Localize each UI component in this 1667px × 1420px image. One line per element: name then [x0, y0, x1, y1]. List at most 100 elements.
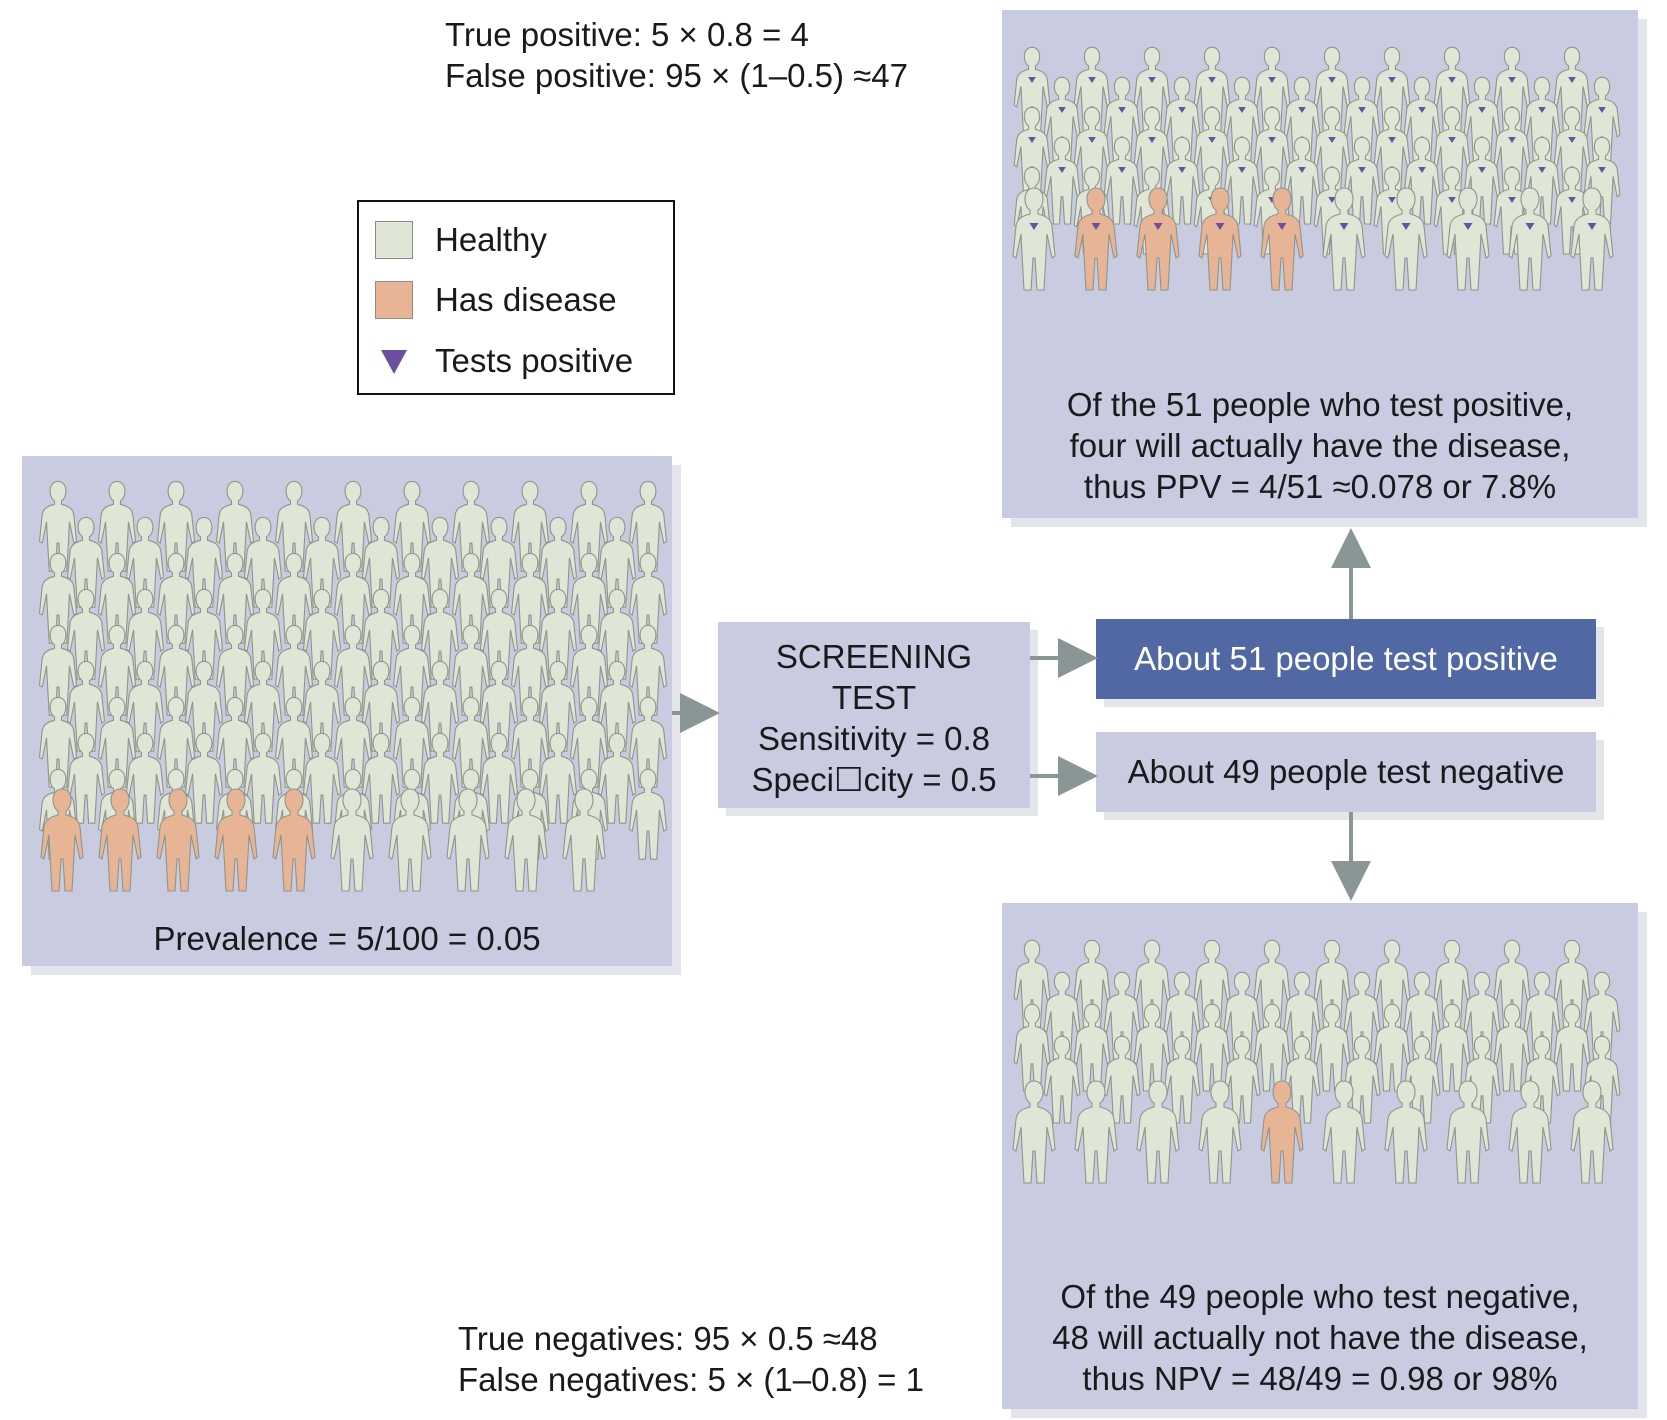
- healthy-person: [1103, 1035, 1141, 1124]
- healthy-person: [274, 696, 314, 788]
- npv-line-3: thus NPV = 48/49 = 0.98 or 98%: [1082, 1360, 1558, 1397]
- tests-positive-marker: [1418, 167, 1426, 173]
- tests-positive-marker: [1328, 197, 1336, 203]
- diseased-person: [98, 788, 142, 892]
- tests-positive-marker: [1568, 77, 1576, 83]
- screening-title-test: TEST: [831, 679, 917, 716]
- diseased-person-positive: [1136, 187, 1180, 291]
- diseased-person: [214, 788, 258, 892]
- healthy-person: [388, 788, 432, 892]
- npv-line-1: Of the 49 people who test negative,: [1060, 1278, 1580, 1315]
- healthy-person: [1493, 939, 1531, 1028]
- healthy-person: [156, 696, 196, 788]
- healthy-swatch: [375, 221, 413, 259]
- healthy-person: [451, 552, 491, 644]
- healthy-person: [1253, 939, 1291, 1028]
- healthy-person: [628, 768, 668, 860]
- tests-positive-marker: [1401, 223, 1411, 230]
- tests-positive-marker: [1088, 77, 1096, 83]
- diseased-person: [156, 788, 200, 892]
- healthy-person: [66, 660, 106, 752]
- healthy-person: [1133, 1003, 1171, 1092]
- tests-positive-marker: [1448, 197, 1456, 203]
- healthy-person: [361, 732, 401, 824]
- healthy-person: [1446, 1080, 1490, 1184]
- healthy-person-positive: [1012, 187, 1056, 291]
- healthy-person: [1463, 971, 1501, 1060]
- screening-title: SCREENING: [775, 638, 973, 675]
- healthy-person: [569, 624, 609, 716]
- healthy-person-positive: [1384, 187, 1428, 291]
- true-negatives-calc: True negatives: 95 × 0.5 ≈48: [458, 1320, 878, 1357]
- legend-item-disease: Has disease: [375, 278, 617, 322]
- tests-positive-marker: [1388, 77, 1396, 83]
- healthy-person: [1013, 1003, 1051, 1092]
- positive-result-box: About 51 people test positive: [1096, 619, 1596, 699]
- healthy-person: [1223, 1035, 1261, 1124]
- positive-group-panel: Of the 51 people who test positive, four…: [1002, 10, 1638, 518]
- negative-group-panel: Of the 49 people who test negative, 48 w…: [1002, 903, 1638, 1409]
- healthy-person: [243, 660, 283, 752]
- tests-positive-marker: [1298, 107, 1306, 113]
- negative-group-figures: [1012, 939, 1621, 1184]
- healthy-person-positive: [1322, 187, 1366, 291]
- tests-positive-marker: [1178, 107, 1186, 113]
- healthy-person: [333, 696, 373, 788]
- healthy-person: [302, 660, 342, 752]
- diseased-person-positive: [1198, 187, 1242, 291]
- healthy-person: [1012, 1080, 1056, 1184]
- ppv-line-2: four will actually have the disease,: [1069, 427, 1571, 464]
- healthy-person: [1384, 1080, 1428, 1184]
- tests-positive-marker: [1298, 167, 1306, 173]
- healthy-person: [1163, 1035, 1201, 1124]
- healthy-person: [1136, 1080, 1180, 1184]
- healthy-person: [504, 788, 548, 892]
- healthy-person: [1508, 1080, 1552, 1184]
- diseased-person-positive: [1260, 187, 1304, 291]
- tests-positive-marker: [1388, 137, 1396, 143]
- healthy-person: [1223, 971, 1261, 1060]
- healthy-person: [333, 552, 373, 644]
- tests-positive-marker: [1478, 167, 1486, 173]
- healthy-person: [569, 552, 609, 644]
- legend-label-positive: Tests positive: [435, 342, 634, 379]
- healthy-person: [1253, 1003, 1291, 1092]
- tests-positive-marker: [1215, 223, 1225, 230]
- healthy-person: [392, 480, 432, 572]
- healthy-person: [184, 588, 224, 680]
- healthy-person: [274, 552, 314, 644]
- healthy-person: [479, 660, 519, 752]
- population-panel: Prevalence = 5/100 = 0.05: [22, 456, 672, 966]
- healthy-person: [1198, 1080, 1242, 1184]
- healthy-person: [479, 516, 519, 608]
- healthy-person: [97, 480, 137, 572]
- healthy-person: [392, 696, 432, 788]
- tests-positive-marker: [1598, 167, 1606, 173]
- tests-positive-marker: [1118, 167, 1126, 173]
- tests-positive-marker: [1448, 137, 1456, 143]
- tests-positive-marker: [1568, 197, 1576, 203]
- healthy-person: [597, 516, 637, 608]
- tests-positive-marker: [1148, 137, 1156, 143]
- healthy-person-positive: [1570, 187, 1614, 291]
- healthy-person: [1283, 1035, 1321, 1124]
- healthy-person: [1343, 1035, 1381, 1124]
- ppv-line-1: Of the 51 people who test positive,: [1066, 386, 1574, 423]
- tests-positive-marker: [1508, 197, 1516, 203]
- healthy-person: [1283, 971, 1321, 1060]
- healthy-person: [184, 732, 224, 824]
- healthy-person: [451, 624, 491, 716]
- healthy-person: [569, 480, 609, 572]
- healthy-person: [1343, 971, 1381, 1060]
- healthy-person: [66, 588, 106, 680]
- healthy-person: [1133, 939, 1171, 1028]
- healthy-person: [97, 552, 137, 644]
- healthy-person: [1043, 971, 1081, 1060]
- tests-positive-marker: [1091, 223, 1101, 230]
- healthy-person: [125, 516, 165, 608]
- sensitivity-value: Sensitivity = 0.8: [757, 720, 991, 757]
- healthy-person-positive: [1508, 187, 1552, 291]
- healthy-person-positive: [1103, 136, 1141, 225]
- healthy-person: [97, 696, 137, 788]
- healthy-person: [1403, 1035, 1441, 1124]
